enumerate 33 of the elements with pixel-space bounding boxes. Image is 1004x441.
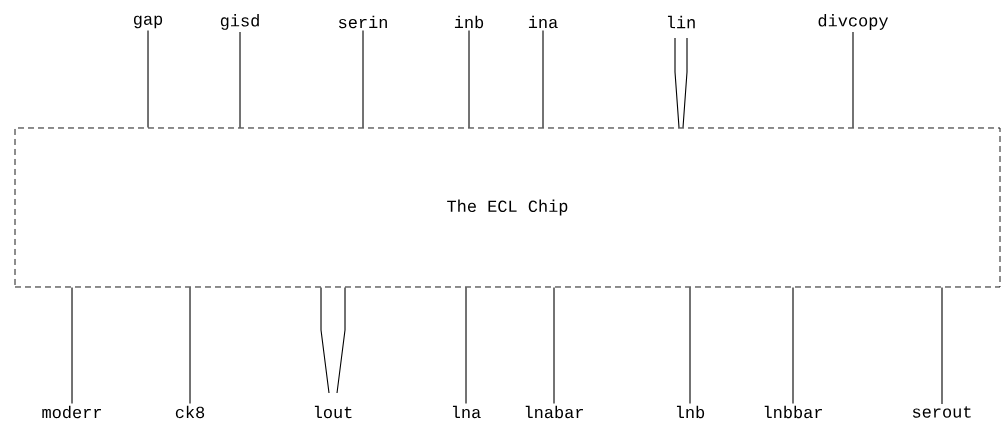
pin-line [682,37,688,129]
pin-label: serin [338,15,387,29]
pin-label: ina [528,15,558,29]
pin-label: lna [452,405,481,419]
chip-box: The ECL Chip [14,127,1001,288]
pin-label: lin [667,15,695,29]
pin-line [71,286,73,405]
pin-line [941,286,943,405]
pin-line [468,29,470,129]
pin-line [689,286,691,405]
pin-label: gap [133,15,163,29]
pin-label: lout [314,405,352,419]
pin-label: ck8 [175,405,205,419]
pin-line [465,286,467,405]
pin-label: lnbbar [764,405,822,419]
pin-line [674,37,680,129]
pin-line [792,286,794,405]
pin-line [239,31,241,129]
pin-line [553,286,555,405]
pin-line [320,286,330,394]
pin-line [147,29,149,129]
pin-line [362,29,364,129]
pin-label: lnb [676,405,705,419]
pin-label: moderr [42,405,101,419]
pin-label: divcopy [818,14,888,30]
pin-line [189,286,191,405]
pin-line [542,29,544,129]
pin-label: inb [454,15,484,29]
pin-line [852,31,854,129]
pin-line [336,286,346,394]
pin-label: lnabar [525,405,583,419]
pin-label: serout [912,406,971,418]
pin-label: gisd [220,14,259,30]
